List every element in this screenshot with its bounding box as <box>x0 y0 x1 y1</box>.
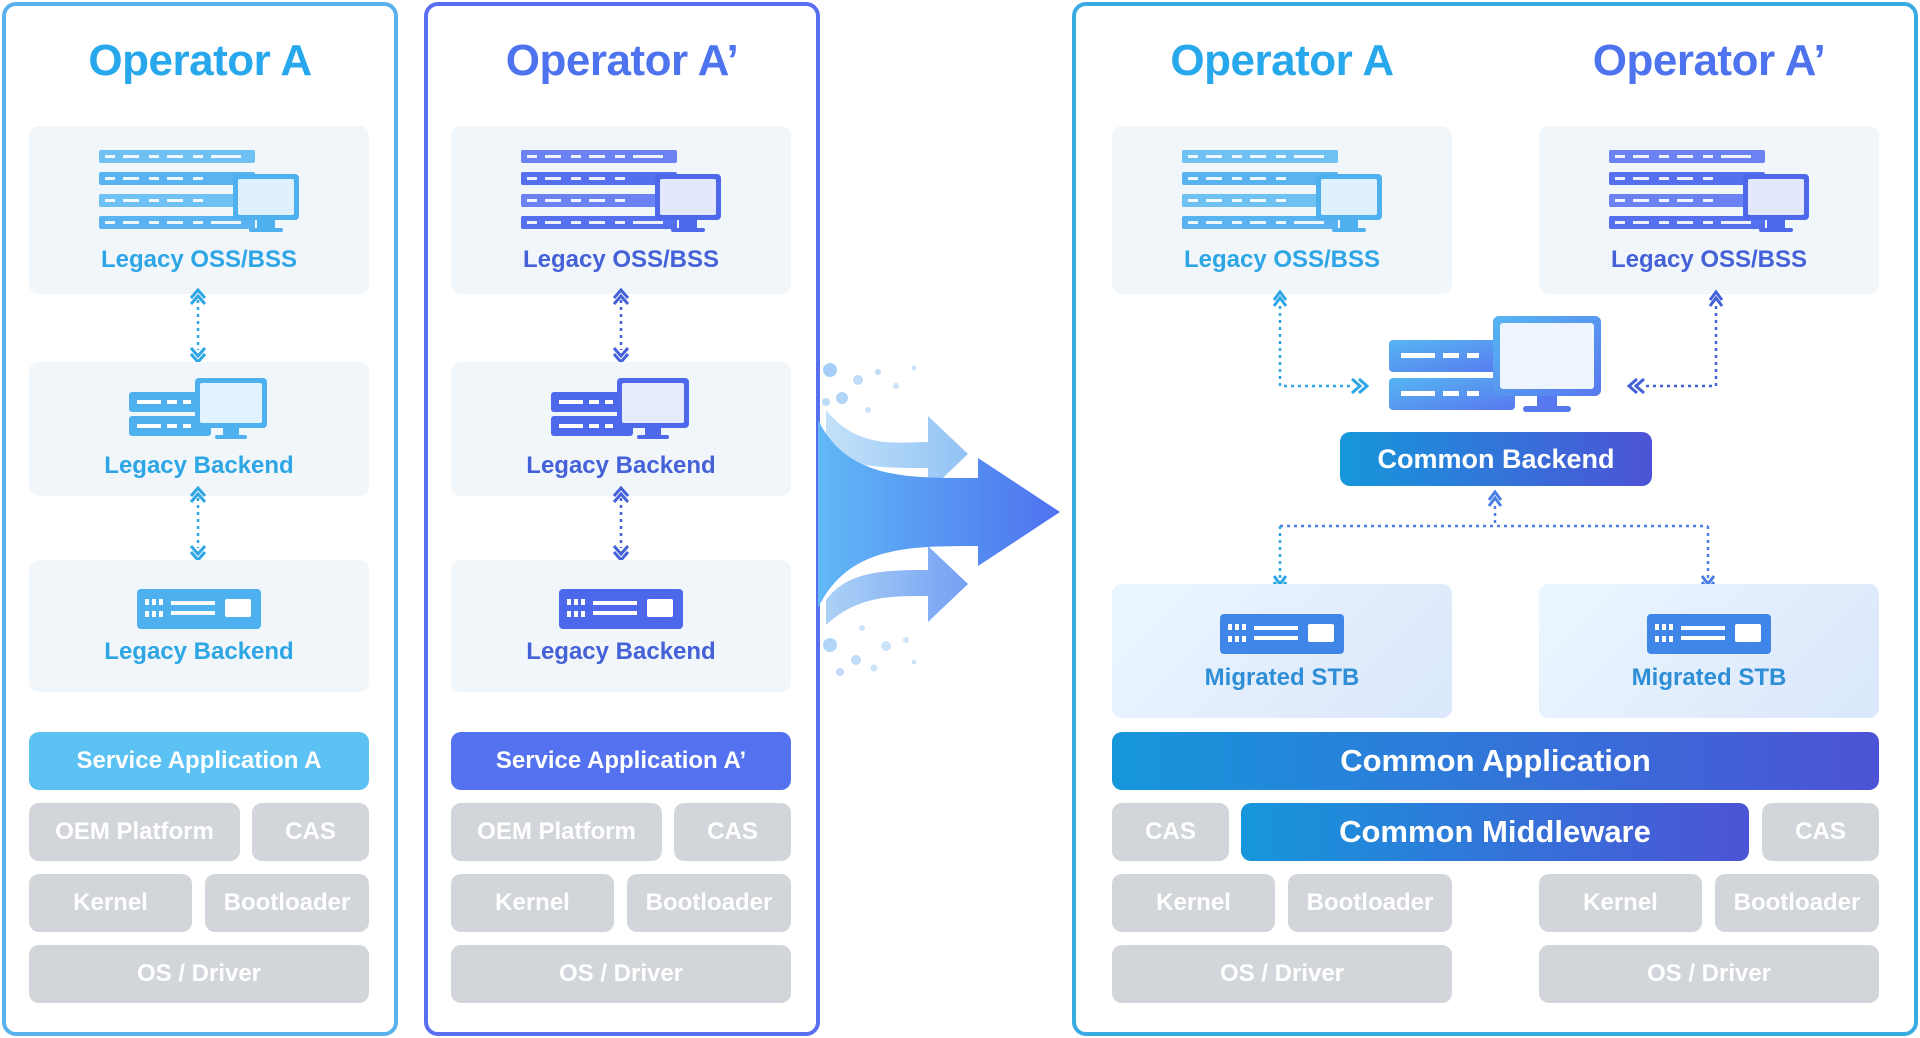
legacy-backend-label-2: Legacy Backend <box>104 638 294 665</box>
operator-a-prime-title: Operator A’ <box>505 36 739 85</box>
backend-server-icon <box>129 378 269 442</box>
oss-server-rack-icon <box>1609 150 1809 240</box>
common-middleware-bar: Common Middleware <box>1241 803 1749 861</box>
operator-a-title: Operator A <box>88 36 312 85</box>
set-top-box-icon <box>1647 614 1771 654</box>
cas-block-left: CAS <box>1112 803 1229 861</box>
bootloader-block: Bootloader <box>205 874 369 932</box>
set-top-box-icon <box>1220 614 1344 654</box>
legacy-oss-bss-label-a: Legacy OSS/BSS <box>1183 246 1381 273</box>
kernel-block-right: Kernel <box>1539 874 1702 932</box>
legacy-oss-bss-label: Legacy OSS/BSS <box>522 246 720 273</box>
connector-backend-backend <box>189 485 207 563</box>
connector-oss-a-to-common-backend <box>1272 289 1370 395</box>
oss-server-rack-icon <box>1182 150 1382 240</box>
cas-block: CAS <box>252 803 369 861</box>
oem-platform-block: OEM Platform <box>29 803 240 861</box>
migration-arrow-icon <box>818 363 1060 676</box>
common-backend-label: Common Backend <box>1340 432 1652 486</box>
set-top-box-icon <box>137 589 261 629</box>
operator-a-prime-title: Operator A’ <box>1592 36 1826 85</box>
kernel-block: Kernel <box>29 874 192 932</box>
connector-oss-backend <box>612 287 630 365</box>
common-application-bar: Common Application <box>1112 732 1879 790</box>
backend-server-icon <box>551 378 691 442</box>
cas-block-right: CAS <box>1762 803 1879 861</box>
oss-server-rack-icon <box>99 150 299 240</box>
connector-oss-a-prime-to-common-backend <box>1626 289 1724 395</box>
connector-oss-backend <box>189 287 207 365</box>
connector-common-backend-to-stbs <box>1272 489 1716 593</box>
os-driver-block: OS / Driver <box>29 945 369 1003</box>
os-driver-block-right: OS / Driver <box>1539 945 1879 1003</box>
os-driver-block: OS / Driver <box>451 945 791 1003</box>
os-driver-block-left: OS / Driver <box>1112 945 1452 1003</box>
set-top-box-icon <box>559 589 683 629</box>
migrated-stb-label-a: Migrated STB <box>1204 664 1360 691</box>
oss-server-rack-icon <box>521 150 721 240</box>
common-backend-server-icon <box>1389 316 1601 412</box>
bootloader-block-right: Bootloader <box>1715 874 1879 932</box>
oem-platform-block: OEM Platform <box>451 803 662 861</box>
legacy-backend-label-1: Legacy Backend <box>526 452 716 479</box>
cas-block: CAS <box>674 803 791 861</box>
bootloader-block-left: Bootloader <box>1288 874 1452 932</box>
connector-backend-backend <box>612 485 630 563</box>
legacy-backend-label-2: Legacy Backend <box>526 638 716 665</box>
migrated-stb-label-a-prime: Migrated STB <box>1631 664 1787 691</box>
bootloader-block: Bootloader <box>627 874 791 932</box>
kernel-block-left: Kernel <box>1112 874 1275 932</box>
legacy-oss-bss-label: Legacy OSS/BSS <box>100 246 298 273</box>
legacy-backend-label-1: Legacy Backend <box>104 452 294 479</box>
operator-a-title: Operator A <box>1170 36 1394 85</box>
service-application-a-prime: Service Application A’ <box>451 732 791 790</box>
legacy-oss-bss-label-a-prime: Legacy OSS/BSS <box>1610 246 1808 273</box>
kernel-block: Kernel <box>451 874 614 932</box>
service-application-a: Service Application A <box>29 732 369 790</box>
